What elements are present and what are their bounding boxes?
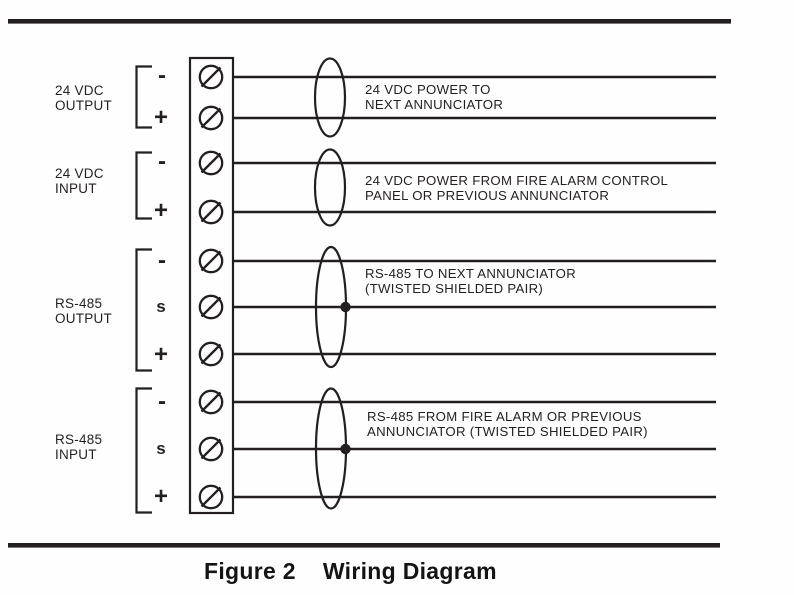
- group-brackets: [135, 65, 152, 514]
- bracket-rs485-input: [135, 387, 152, 514]
- annotation-line: 24 VDC POWER TO: [365, 82, 491, 97]
- wires: [221, 75, 716, 499]
- group-label-rs485-output: RS-485 OUTPUT: [55, 296, 112, 326]
- bottom-rule: [8, 543, 720, 548]
- annotation-line: PANEL OR PREVIOUS ANNUNCIATOR: [365, 188, 610, 204]
- terminal-screw-icon: [198, 64, 224, 90]
- terminal-screw-icon: [198, 484, 224, 510]
- screw-slot: [200, 343, 222, 365]
- annotation-rs485-input: RS-485 FROM FIRE ALARM OR PREVIOUS ANNUN…: [367, 409, 648, 440]
- figure-caption-number: Figure 2: [204, 558, 296, 584]
- cable-ellipse-24vdc-output: [313, 57, 347, 138]
- terminal-screw-icon: [198, 199, 224, 225]
- terminal-screw-icon: [198, 150, 224, 176]
- bracket-24vdc-output: [135, 65, 152, 129]
- top-rule: [8, 19, 731, 24]
- screw-slot: [200, 438, 222, 460]
- junction-dot-rs485-input: [340, 443, 351, 455]
- figure-caption-title: Wiring Diagram: [322, 558, 497, 584]
- annotation-line: 24 VDC POWER FROM FIRE ALARM CONTROL: [365, 173, 669, 188]
- terminal-screw-icon: [198, 389, 224, 415]
- junction-dot-rs485-output: [340, 301, 351, 313]
- screw-slot: [200, 250, 222, 272]
- bracket-24vdc-input: [135, 151, 152, 220]
- annotation-line: NEXT ANNUNCIATOR: [365, 97, 504, 113]
- terminal-screw-icon: [198, 436, 224, 462]
- group-label-line: 24 VDC: [55, 83, 104, 98]
- annotation-line: ANNUNCIATOR (TWISTED SHIELDED PAIR): [367, 424, 648, 440]
- group-label-line: INPUT: [55, 447, 97, 462]
- group-label-line: OUTPUT: [55, 311, 112, 326]
- bracket-rs485-output: [135, 248, 152, 372]
- screw-slot: [200, 107, 222, 129]
- group-label-line: OUTPUT: [55, 98, 112, 113]
- group-label-line: RS-485: [55, 296, 103, 311]
- group-label-24vdc-input: 24 VDC INPUT: [55, 166, 104, 196]
- group-label-line: RS-485: [55, 432, 103, 447]
- cable-ellipses: [313, 57, 348, 510]
- group-label-24vdc-output: 24 VDC OUTPUT: [55, 83, 112, 113]
- group-label-line: 24 VDC: [55, 166, 104, 181]
- annotation-24vdc-output: 24 VDC POWER TO NEXT ANNUNCIATOR: [365, 82, 503, 113]
- cable-ellipse-24vdc-input: [313, 148, 347, 227]
- screw-slot: [200, 296, 222, 318]
- annotation-line: RS-485 TO NEXT ANNUNCIATOR: [365, 266, 577, 281]
- screw-slot: [200, 152, 222, 174]
- annotation-line: (TWISTED SHIELDED PAIR): [365, 281, 544, 297]
- annotation-line: RS-485 FROM FIRE ALARM OR PREVIOUS: [367, 409, 642, 424]
- terminal-screw-icon: [198, 294, 224, 320]
- group-label-line: INPUT: [55, 181, 97, 196]
- screw-slot: [200, 391, 222, 413]
- group-label-rs485-input: RS-485 INPUT: [55, 432, 102, 462]
- terminal-screw-icon: [198, 105, 224, 131]
- annotation-rs485-output: RS-485 TO NEXT ANNUNCIATOR (TWISTED SHIE…: [365, 266, 576, 297]
- annotation-24vdc-input: 24 VDC POWER FROM FIRE ALARM CONTROL PAN…: [365, 173, 668, 204]
- terminal-screw-icon: [198, 248, 224, 274]
- screw-slot: [200, 486, 222, 508]
- screw-terminals: [198, 64, 224, 510]
- screw-slot: [200, 66, 222, 88]
- figure-caption: Figure 2 Wiring Diagram: [204, 558, 497, 585]
- terminal-screw-icon: [198, 341, 224, 367]
- screw-slot: [200, 201, 222, 223]
